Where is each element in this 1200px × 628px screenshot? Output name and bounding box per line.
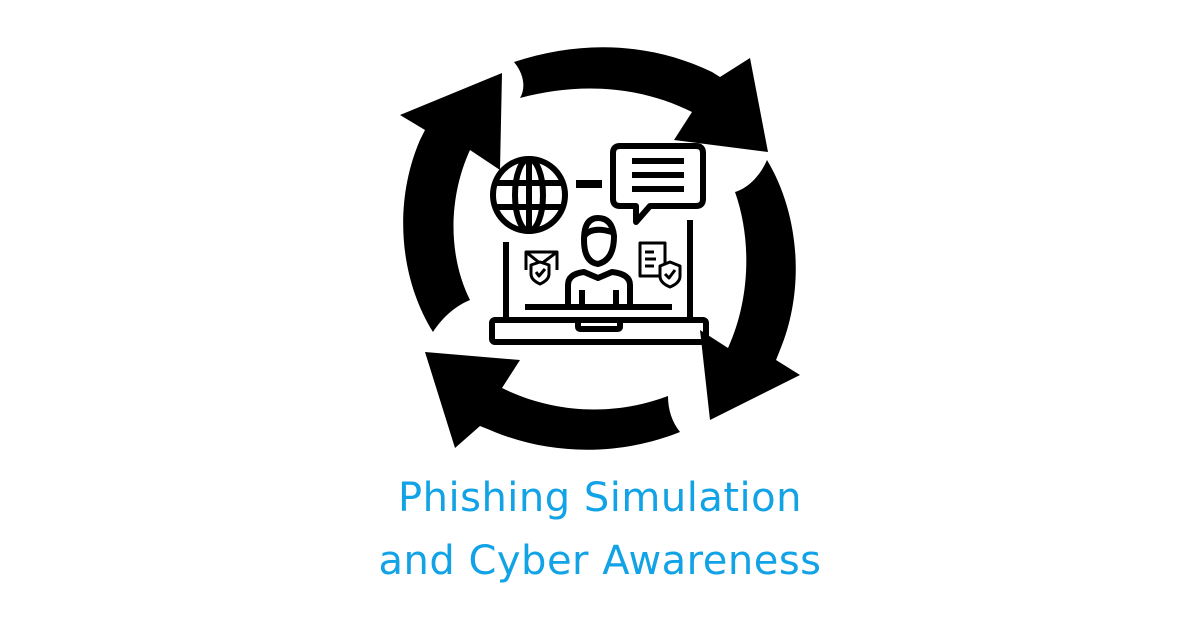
connector-dash — [576, 180, 602, 188]
chat-lines — [632, 158, 684, 192]
document-shield-icon — [638, 241, 682, 289]
chat-bubble-icon — [610, 143, 706, 225]
mail-shield-icon — [524, 250, 559, 286]
cycle-arrows-icon — [400, 47, 800, 450]
user-icon — [565, 215, 633, 305]
headline-line-2: and Cyber Awareness — [378, 538, 822, 584]
globe-icon — [490, 156, 568, 234]
headline-line-1: Phishing Simulation — [398, 475, 802, 521]
laptop-icon — [489, 220, 709, 345]
